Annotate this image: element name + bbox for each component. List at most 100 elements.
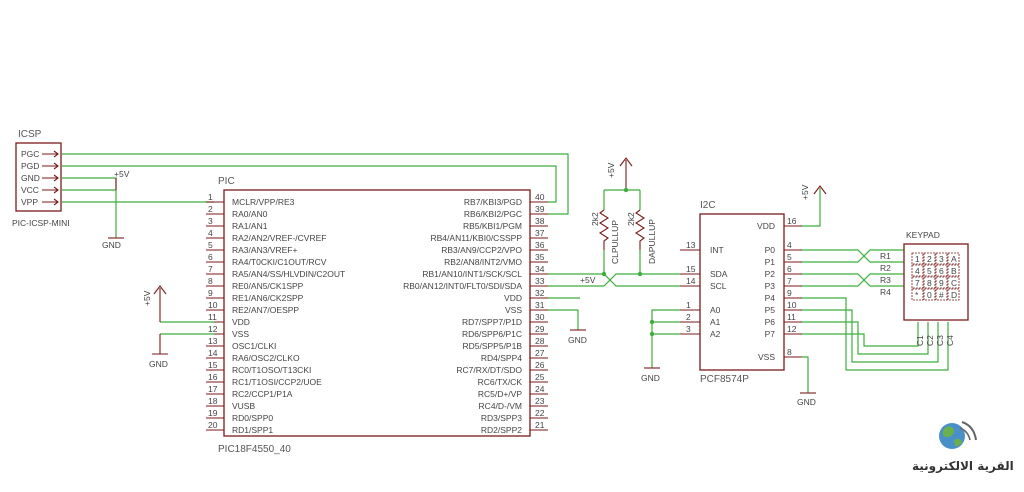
keypad-key: [935, 252, 948, 265]
keypad-col-label: C1: [915, 335, 925, 346]
i2c-pin-name: SDA: [710, 269, 728, 279]
keypad-col-label: C3: [935, 335, 945, 346]
icsp-pin-label: PGD: [21, 161, 39, 171]
keypad-key-label: 5: [927, 266, 932, 276]
pic-body: [223, 189, 531, 437]
icsp-pin-label: GND: [21, 173, 40, 183]
keypad-key-label: 3: [939, 254, 944, 264]
pic-pin-number: 23: [535, 396, 545, 406]
pic-pin-name: RD0/SPP0: [232, 413, 273, 423]
pic-pin-number: 5: [208, 240, 213, 250]
i2c-pin-name: P4: [765, 293, 776, 303]
keypad-key-label: A: [951, 254, 957, 264]
resistor-value: 2k2: [626, 212, 636, 226]
i2c-pin-name: A1: [710, 317, 721, 327]
gnd-label: GND: [149, 359, 168, 369]
pic-pin-number: 8: [208, 276, 213, 286]
i2c-pin-name: INT: [710, 245, 724, 255]
pic-pin-number: 24: [535, 384, 545, 394]
keypad-key-label: 9: [939, 278, 944, 288]
pic-pin-number: 29: [535, 324, 545, 334]
icsp-body: [15, 142, 62, 212]
pic-pin-number: 14: [208, 348, 218, 358]
pic-pin-number: 6: [208, 252, 213, 262]
pic-pin-number: 28: [535, 336, 545, 346]
keypad-title: KEYPAD: [906, 230, 940, 240]
pic-pin-number: 20: [208, 420, 218, 430]
junction-dot: [601, 271, 607, 277]
pic-pin-name: RE0/AN5/CK1SPP: [232, 281, 304, 291]
i2c-pin-name: P2: [765, 269, 776, 279]
icsp-pin-label: VPP: [21, 197, 38, 207]
pic-pin-number: 30: [535, 312, 545, 322]
keypad-key-label: C: [951, 278, 957, 288]
pic-pin-number: 1: [208, 192, 213, 202]
keypad-row-label: R4: [880, 287, 891, 297]
pic-pin-name: RB2/AN8/INT2/VMO: [444, 257, 522, 267]
keypad-key: [947, 288, 960, 301]
icsp-pin-label: PGC: [21, 149, 39, 159]
pic-pin-number: 19: [208, 408, 218, 418]
pic-pin-number: 40: [535, 192, 545, 202]
i2c-pin-number: 14: [686, 276, 696, 286]
i2c-pin-number: 16: [787, 216, 797, 226]
pic-pin-number: 38: [535, 216, 545, 226]
keypad-key-label: 6: [939, 266, 944, 276]
pic-pin-number: 11: [208, 312, 217, 322]
pic-pin-name: RE1/AN6/CK2SPP: [232, 293, 304, 303]
i2c-pin-name: VSS: [758, 352, 775, 362]
i2c-pin-number: 7: [787, 276, 792, 286]
keypad-row-label: R1: [880, 251, 891, 261]
i2c-pin-number: 4: [787, 240, 792, 250]
i2c-pin-number: 2: [686, 312, 691, 322]
icsp-part: PIC-ICSP-MINI: [12, 218, 70, 228]
pic-pin-number: 25: [535, 372, 545, 382]
keypad-key-label: 4: [915, 266, 920, 276]
keypad-key-label: 1: [915, 254, 920, 264]
pic-pin-name: RB3/AN9/CCP2/VPO: [441, 245, 522, 255]
pic-pin-number: 32: [535, 288, 545, 298]
gnd-label: GND: [102, 240, 121, 250]
pic-pin-name: RA1/AN1: [232, 221, 268, 231]
icsp-wiring: [62, 153, 569, 238]
pic-pin-name: RD2/SPP2: [481, 425, 522, 435]
keypad-wiring: [802, 249, 949, 371]
globe-logo: [939, 421, 977, 449]
supply-label: +5V: [606, 162, 616, 178]
pic-pin-name: RE2/AN7/OESPP: [232, 305, 299, 315]
i2c-pin-name: P3: [765, 281, 776, 291]
keypad-key: [947, 252, 960, 265]
pic-pin-number: 2: [208, 204, 213, 214]
pic-pin-name: RD1/SPP1: [232, 425, 273, 435]
i2c-pin-name: A0: [710, 305, 721, 315]
keypad-key: [923, 264, 936, 277]
supply-label: +5V: [114, 169, 130, 179]
pic-right-pins: 40RB7/KBI3/PGD39RB6/KBI2/PGC38RB5/KBI1/P…: [403, 192, 548, 435]
pic-pin-name: RD7/SPP7/P1D: [462, 317, 522, 327]
i2c-body: [699, 213, 785, 371]
pic-pin-number: 36: [535, 240, 545, 250]
pic-part: PIC18F4550_40: [218, 444, 291, 455]
watermark-text: القرية الالكترونية: [912, 459, 1014, 473]
keypad-key: [935, 276, 948, 289]
pic-pin-number: 35: [535, 252, 545, 262]
pic-pin-name: RC0/T1OSO/T13CKI: [232, 365, 311, 375]
pic-pin-name: RD3/SPP3: [481, 413, 522, 423]
icsp-pin-label: VCC: [21, 185, 39, 195]
pic-pin-name: RC4/D-/VM: [479, 401, 522, 411]
junction-dot: [623, 187, 629, 193]
pic-pin-name: VSS: [232, 329, 249, 339]
pic-pin-name: RC7/RX/DT/SDO: [456, 365, 522, 375]
pic-pin-name: VDD: [504, 293, 522, 303]
pic-pin-name: RD6/SPP6/P1C: [462, 329, 522, 339]
junction-dot: [649, 319, 655, 325]
pic-pin-number: 27: [535, 348, 545, 358]
keypad-row-label: R3: [880, 275, 891, 285]
i2c-title: I2C: [700, 200, 716, 211]
pic-pin-name: RB1/AN10/INT1/SCK/SCL: [422, 269, 522, 279]
resistor-name: CLPULLUP: [610, 220, 620, 264]
pic-pin-number: 33: [535, 276, 545, 286]
